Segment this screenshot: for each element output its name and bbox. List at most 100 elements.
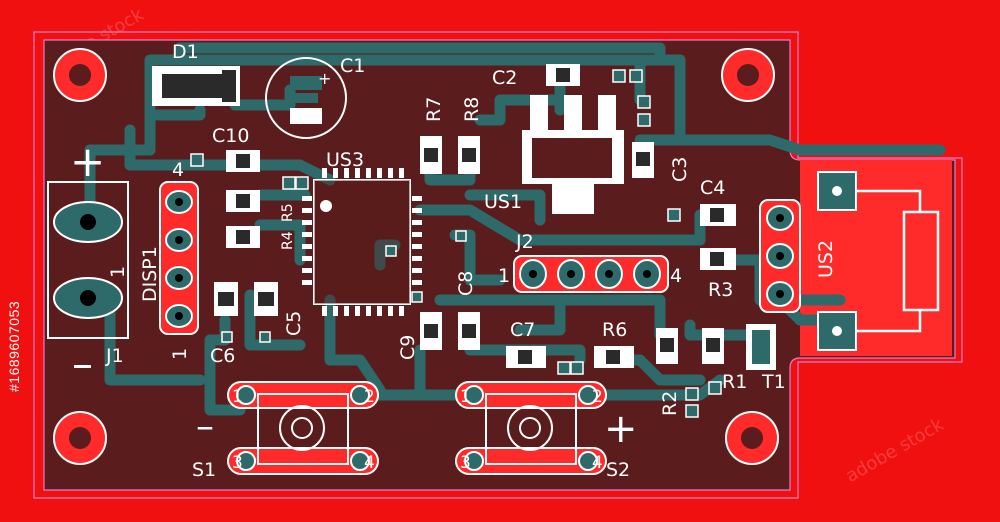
label-c8: C8 — [455, 271, 477, 296]
label-s2-p2: 2 — [592, 387, 603, 407]
label-r1: R1 — [722, 371, 747, 393]
qfn-pin — [322, 168, 327, 178]
qfn-pin — [302, 256, 312, 261]
label-pwr-plus: + — [70, 137, 105, 186]
label-s1-p2: 2 — [364, 387, 375, 407]
label-r5: R5 — [280, 203, 296, 222]
c9-pad — [420, 312, 442, 350]
qfn-pin — [302, 244, 312, 249]
label-s1-p3: 3 — [232, 453, 243, 473]
qfn-pin — [377, 306, 382, 316]
qfn-pin — [412, 208, 422, 213]
label-c1: C1 — [340, 55, 365, 77]
label-s2-p1: 1 — [460, 387, 471, 407]
label-pwr-minus: – — [72, 339, 93, 388]
qfn-pin — [412, 196, 422, 201]
r8-pad — [458, 136, 480, 174]
c8-pad — [458, 312, 480, 350]
label-us2: US2 — [815, 240, 837, 278]
c6-pad — [214, 282, 238, 316]
qfn-pin — [412, 232, 422, 237]
label-c10: C10 — [212, 125, 249, 147]
c10-pad — [226, 150, 260, 172]
qfn-pin — [412, 220, 422, 225]
qfn-pin — [333, 306, 338, 316]
qfn-pin — [412, 280, 422, 285]
c7-pad — [506, 346, 546, 368]
qfn-pin — [302, 208, 312, 213]
r4-pad — [226, 190, 260, 212]
label-s2-p3: 3 — [460, 453, 471, 473]
capacitor-c1 — [265, 57, 347, 139]
label-j2-pin1: 1 — [498, 265, 510, 287]
qfn-pin — [344, 168, 349, 178]
mount-hole-br — [725, 411, 779, 465]
label-disp1-pin4: 4 — [172, 159, 184, 181]
label-s2: S2 — [606, 459, 630, 481]
label-r3: R3 — [708, 279, 733, 301]
qfn-pin — [377, 168, 382, 178]
qfn-pin — [302, 220, 312, 225]
qfn-pin — [412, 244, 422, 249]
qfn-pin — [366, 306, 371, 316]
mount-hole-tr — [721, 48, 775, 102]
connector-j1 — [47, 181, 129, 339]
label-r4: R4 — [280, 231, 296, 250]
label-c2: C2 — [492, 67, 517, 89]
diode-d1 — [152, 66, 240, 106]
sensor-pads — [817, 171, 940, 351]
qfn-pin — [388, 306, 393, 316]
label-t1: T1 — [761, 371, 786, 393]
r2-pad — [656, 328, 678, 364]
label-s2-p4: 4 — [592, 453, 603, 473]
qfn-pin — [412, 268, 422, 273]
r6-pad — [594, 346, 634, 368]
mount-hole-tl — [53, 48, 107, 102]
label-us3: US3 — [326, 149, 364, 171]
header-j2 — [513, 255, 669, 293]
label-c4: C4 — [700, 177, 725, 199]
label-s1-minus: – — [196, 406, 214, 447]
r1-pad — [702, 328, 724, 364]
label-r8: R8 — [461, 97, 483, 122]
vias — [190, 69, 722, 418]
qfn-pin — [333, 168, 338, 178]
qfn-pin — [388, 168, 393, 178]
label-j1: J1 — [105, 345, 124, 367]
c4-pad — [700, 204, 736, 226]
qfn-pin — [302, 280, 312, 285]
label-us1: US1 — [484, 191, 522, 213]
smd-pads — [214, 64, 736, 368]
stock-id: #1689607053 — [6, 300, 22, 392]
ic-us3 — [302, 168, 422, 316]
label-c1-plus: + — [318, 69, 331, 88]
board-outline — [33, 31, 963, 499]
label-c6: C6 — [210, 345, 235, 367]
label-r6: R6 — [602, 319, 627, 341]
c2-pad — [546, 64, 580, 86]
label-c5: C5 — [283, 311, 305, 336]
label-s1: S1 — [192, 459, 216, 481]
label-c3: C3 — [669, 157, 691, 182]
r3-pad — [700, 248, 736, 270]
qfn-pin — [302, 232, 312, 237]
r7-pad — [420, 136, 442, 174]
qfn-pin — [355, 306, 360, 316]
qfn-pin — [412, 256, 422, 261]
r5-pad — [226, 226, 260, 248]
qfn-pin — [366, 168, 371, 178]
qfn-pin — [399, 306, 404, 316]
qfn-pin — [399, 168, 404, 178]
label-s1-p1: 1 — [232, 387, 243, 407]
mount-hole-bl — [53, 411, 107, 465]
qfn-pin — [302, 196, 312, 201]
button-s2 — [455, 381, 607, 475]
label-s1-p4: 4 — [364, 453, 375, 473]
label-disp1: DISP1 — [139, 246, 161, 302]
mounting-holes — [53, 48, 779, 465]
header-disp1 — [159, 181, 199, 335]
label-j2: J2 — [515, 231, 534, 253]
silk-labels: D1 C1 + C2 C10 US3 US1 C4 J2 1 4 R3 J1 C… — [70, 41, 837, 481]
regulator-us1 — [522, 95, 624, 214]
